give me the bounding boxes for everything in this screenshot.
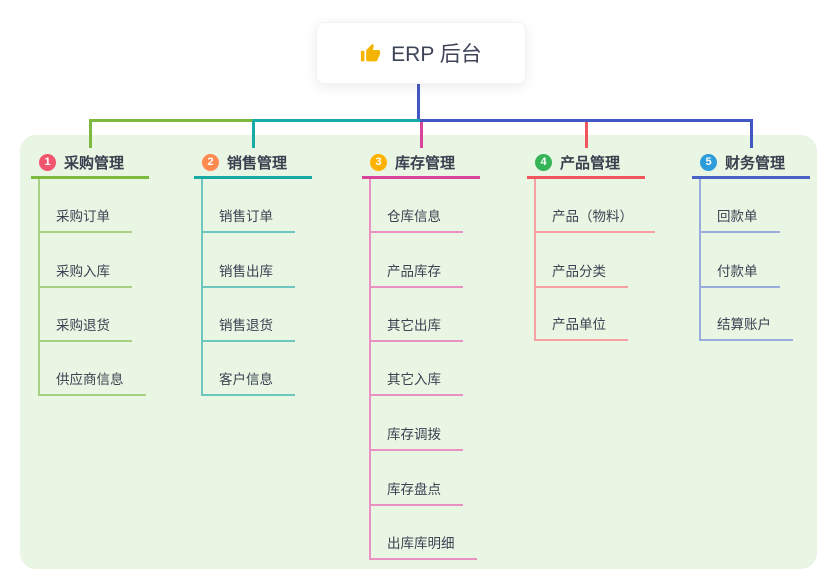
child-node[interactable]: 其它入库 bbox=[369, 370, 463, 396]
child-node[interactable]: 供应商信息 bbox=[38, 370, 146, 396]
branch-label: 产品管理 bbox=[560, 154, 621, 172]
child-node-label: 产品库存 bbox=[387, 264, 441, 279]
child-node[interactable]: 结算账户 bbox=[699, 315, 793, 341]
child-node[interactable]: 仓库信息 bbox=[369, 207, 463, 233]
connector-drop-5 bbox=[750, 119, 753, 148]
child-node-label: 库存调拨 bbox=[387, 427, 441, 442]
root-label: ERP 后台 bbox=[391, 43, 482, 66]
child-node[interactable]: 付款单 bbox=[699, 262, 780, 288]
branch-badge: 3 bbox=[370, 153, 387, 171]
child-node-label: 结算账户 bbox=[717, 317, 771, 332]
child-node-label: 采购入库 bbox=[56, 264, 110, 279]
connector-drop-4 bbox=[585, 122, 588, 148]
branch-badge: 5 bbox=[700, 153, 717, 171]
child-node-label: 其它出库 bbox=[387, 318, 441, 333]
child-node-label: 库存盘点 bbox=[387, 482, 441, 497]
branch-child-line bbox=[534, 179, 536, 341]
child-node-label: 销售订单 bbox=[219, 209, 273, 224]
branch-label: 采购管理 bbox=[64, 154, 125, 172]
child-node-label: 仓库信息 bbox=[387, 209, 441, 224]
branch-label: 财务管理 bbox=[725, 154, 786, 172]
child-node-label: 产品分类 bbox=[552, 264, 606, 279]
child-node-label: 销售出库 bbox=[219, 264, 273, 279]
bus-segment-green bbox=[89, 119, 255, 122]
child-node-label: 采购订单 bbox=[56, 209, 110, 224]
branch-badge: 4 bbox=[535, 153, 552, 171]
child-node[interactable]: 回款单 bbox=[699, 207, 780, 233]
connector-drop-1 bbox=[89, 119, 92, 148]
child-node[interactable]: 出库库明细 bbox=[369, 534, 477, 560]
connector-drop-3 bbox=[420, 122, 423, 148]
child-node[interactable]: 产品单位 bbox=[534, 315, 628, 341]
child-node[interactable]: 销售退货 bbox=[201, 316, 295, 342]
root-node[interactable]: ERP 后台 bbox=[316, 22, 526, 84]
branch-child-line bbox=[369, 179, 371, 560]
child-node[interactable]: 客户信息 bbox=[201, 370, 295, 396]
child-node-label: 出库库明细 bbox=[387, 536, 455, 551]
branch-badge: 2 bbox=[202, 153, 219, 171]
branches-panel bbox=[20, 135, 817, 569]
child-node[interactable]: 采购订单 bbox=[38, 207, 132, 233]
child-node[interactable]: 销售出库 bbox=[201, 262, 295, 288]
child-node-label: 销售退货 bbox=[219, 318, 273, 333]
branch-header-2[interactable]: 2 销售管理 bbox=[194, 148, 312, 179]
branch-header-4[interactable]: 4 产品管理 bbox=[527, 148, 645, 179]
root-connector-stub bbox=[417, 82, 420, 120]
connector-drop-2 bbox=[252, 119, 255, 148]
child-node[interactable]: 其它出库 bbox=[369, 316, 463, 342]
child-node[interactable]: 产品分类 bbox=[534, 262, 628, 288]
child-node[interactable]: 销售订单 bbox=[201, 207, 295, 233]
child-node[interactable]: 产品库存 bbox=[369, 262, 463, 288]
branch-child-line bbox=[699, 179, 701, 341]
child-node-label: 客户信息 bbox=[219, 372, 273, 387]
branch-label: 库存管理 bbox=[395, 154, 456, 172]
child-node-label: 采购退货 bbox=[56, 318, 110, 333]
branch-label: 销售管理 bbox=[227, 154, 288, 172]
branch-header-5[interactable]: 5 财务管理 bbox=[692, 148, 810, 179]
child-node[interactable]: 产品（物料） bbox=[534, 207, 655, 233]
child-node[interactable]: 库存调拨 bbox=[369, 425, 463, 451]
bus-segment-teal bbox=[255, 119, 420, 122]
thumbs-up-icon bbox=[360, 43, 381, 64]
child-node-label: 产品单位 bbox=[552, 317, 606, 332]
branch-badge: 1 bbox=[39, 153, 56, 171]
child-node[interactable]: 采购入库 bbox=[38, 262, 132, 288]
branch-header-1[interactable]: 1 采购管理 bbox=[31, 148, 149, 179]
child-node[interactable]: 采购退货 bbox=[38, 316, 132, 342]
child-node-label: 其它入库 bbox=[387, 372, 441, 387]
child-node-label: 产品（物料） bbox=[552, 209, 633, 224]
bus-segment-blue bbox=[420, 119, 753, 122]
child-node-label: 付款单 bbox=[717, 264, 758, 279]
child-node[interactable]: 库存盘点 bbox=[369, 480, 463, 506]
branch-header-3[interactable]: 3 库存管理 bbox=[362, 148, 480, 179]
child-node-label: 回款单 bbox=[717, 209, 758, 224]
child-node-label: 供应商信息 bbox=[56, 372, 124, 387]
